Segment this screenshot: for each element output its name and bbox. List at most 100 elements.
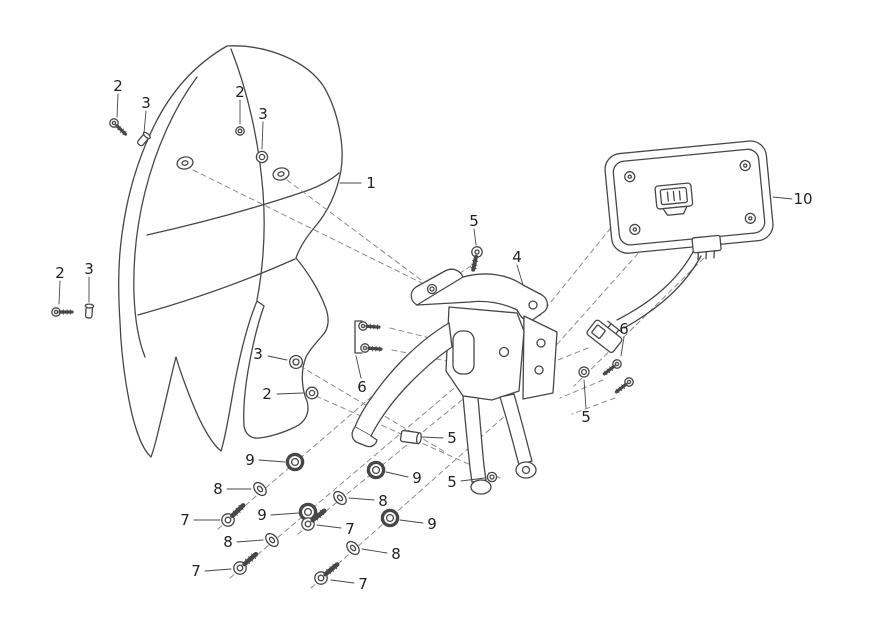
bracket-top-left-tab	[410, 268, 468, 306]
bracket-left-arm	[354, 322, 453, 437]
callout-label-2-2[interactable]: 2	[235, 83, 245, 101]
callout-label-5-16[interactable]: 5	[447, 473, 457, 491]
callout-leader	[772, 196, 793, 200]
fasteners	[50, 115, 637, 587]
screw-part6-left-1	[356, 319, 381, 333]
screw-part2-top-right	[235, 126, 245, 136]
callout-leader	[385, 471, 409, 478]
callout-label-2-0[interactable]: 2	[113, 77, 123, 95]
callout-leader	[204, 568, 232, 572]
callout-label-5-5[interactable]: 5	[469, 212, 479, 230]
callout-label-8-21[interactable]: 8	[223, 533, 233, 551]
callout-label-8-24[interactable]: 8	[378, 492, 388, 510]
callout-label-6-13[interactable]: 6	[619, 320, 629, 338]
callout-leader	[330, 579, 355, 584]
cable-plug	[586, 319, 623, 353]
bracket-arm-end-hook	[351, 426, 378, 448]
callout-label-9-23[interactable]: 9	[412, 469, 422, 487]
windscreen-mount-boss-left	[176, 156, 194, 170]
screw-part6-left-2	[358, 341, 383, 355]
display-screw-boss	[624, 159, 756, 236]
callout-label-3-10[interactable]: 3	[253, 345, 263, 363]
callout-leader	[116, 93, 119, 118]
callout-leader	[361, 548, 388, 554]
display-cable	[616, 251, 702, 329]
screw-part5-right	[578, 366, 590, 378]
bracket-slot	[452, 330, 475, 375]
callout-label-4-6[interactable]: 4	[512, 248, 522, 266]
callout-leader	[236, 539, 264, 543]
callout-leader	[399, 519, 424, 524]
bracket-right-leg	[499, 393, 533, 466]
callout-label-10-7[interactable]: 10	[793, 190, 812, 208]
screw-part5-foot	[486, 471, 498, 483]
windscreen-left-fold-line	[133, 76, 198, 358]
callout-leader	[258, 459, 286, 463]
callout-label-9-26[interactable]: 9	[427, 515, 437, 533]
display-connector-socket	[654, 182, 694, 216]
callout-label-9-17[interactable]: 9	[245, 451, 255, 469]
callout-leader	[316, 524, 342, 529]
callout-label-3-3[interactable]: 3	[258, 105, 268, 123]
grommet-part9-chain1	[285, 452, 305, 472]
callout-label-7-28[interactable]: 7	[358, 575, 368, 593]
screw-part2-top-left	[106, 115, 131, 139]
windscreen-mount-boss-right	[272, 167, 290, 181]
callout-label-8-27[interactable]: 8	[391, 545, 401, 563]
display-cable-connector	[691, 234, 722, 261]
callout-label-5-15[interactable]: 5	[447, 429, 457, 447]
callout-label-7-22[interactable]: 7	[191, 562, 201, 580]
callout-leader	[267, 355, 288, 361]
bracket-left-leg	[462, 395, 487, 483]
screw-part7-chain2	[231, 550, 260, 577]
callout-leader	[143, 110, 147, 134]
washer-part8-chain1	[250, 479, 270, 499]
windscreen-contour-line	[146, 172, 340, 236]
bracket-left-foot	[470, 479, 492, 495]
screw-part7-chain1	[219, 501, 247, 529]
windscreen-outline	[118, 45, 343, 458]
callout-label-8-18[interactable]: 8	[213, 480, 223, 498]
callout-leader	[473, 228, 477, 246]
callout-label-7-19[interactable]: 7	[180, 511, 190, 529]
callout-label-5-14[interactable]: 5	[581, 408, 591, 426]
callout-label-3-9[interactable]: 3	[84, 260, 94, 278]
callout-leader	[460, 477, 486, 482]
callout-label-2-11[interactable]: 2	[262, 385, 272, 403]
screw-part2-lower	[305, 386, 319, 400]
washer-part8-chain2	[262, 530, 282, 550]
windscreen-mask-edge-line	[137, 258, 296, 316]
callout-leader	[516, 264, 524, 286]
screw-part6-right-2	[612, 374, 637, 397]
callout-leader	[348, 497, 375, 501]
callout-leader	[276, 392, 304, 395]
callout-leader	[270, 512, 300, 516]
bracket-top-bar	[416, 273, 549, 322]
part6-left-group-bracket	[354, 320, 363, 354]
screw-part2-left	[50, 306, 74, 318]
callout-leader	[58, 280, 61, 305]
grommet-part9-chain4	[380, 508, 400, 528]
callout-leader	[620, 336, 625, 357]
bracket-side-plate	[522, 315, 558, 400]
mounting-bracket	[351, 268, 558, 495]
windscreen-crease-line	[230, 48, 265, 301]
callout-label-9-20[interactable]: 9	[257, 506, 267, 524]
callout-label-3-1[interactable]: 3	[141, 94, 151, 112]
callout-label-6-12[interactable]: 6	[357, 378, 367, 396]
wellnut-part3-lower	[288, 354, 304, 370]
callout-leader	[583, 379, 587, 409]
display-unit	[604, 140, 774, 261]
callout-leader	[421, 436, 444, 439]
callout-label-1-4[interactable]: 1	[366, 174, 376, 192]
screw-part7-chain4	[312, 560, 341, 587]
spacer-part5-barrel	[399, 429, 422, 445]
callout-leader	[355, 355, 362, 379]
grommet-part9-chain3	[366, 460, 386, 480]
callout-label-2-8[interactable]: 2	[55, 264, 65, 282]
windscreen-part	[118, 45, 343, 458]
callout-label-7-25[interactable]: 7	[345, 520, 355, 538]
